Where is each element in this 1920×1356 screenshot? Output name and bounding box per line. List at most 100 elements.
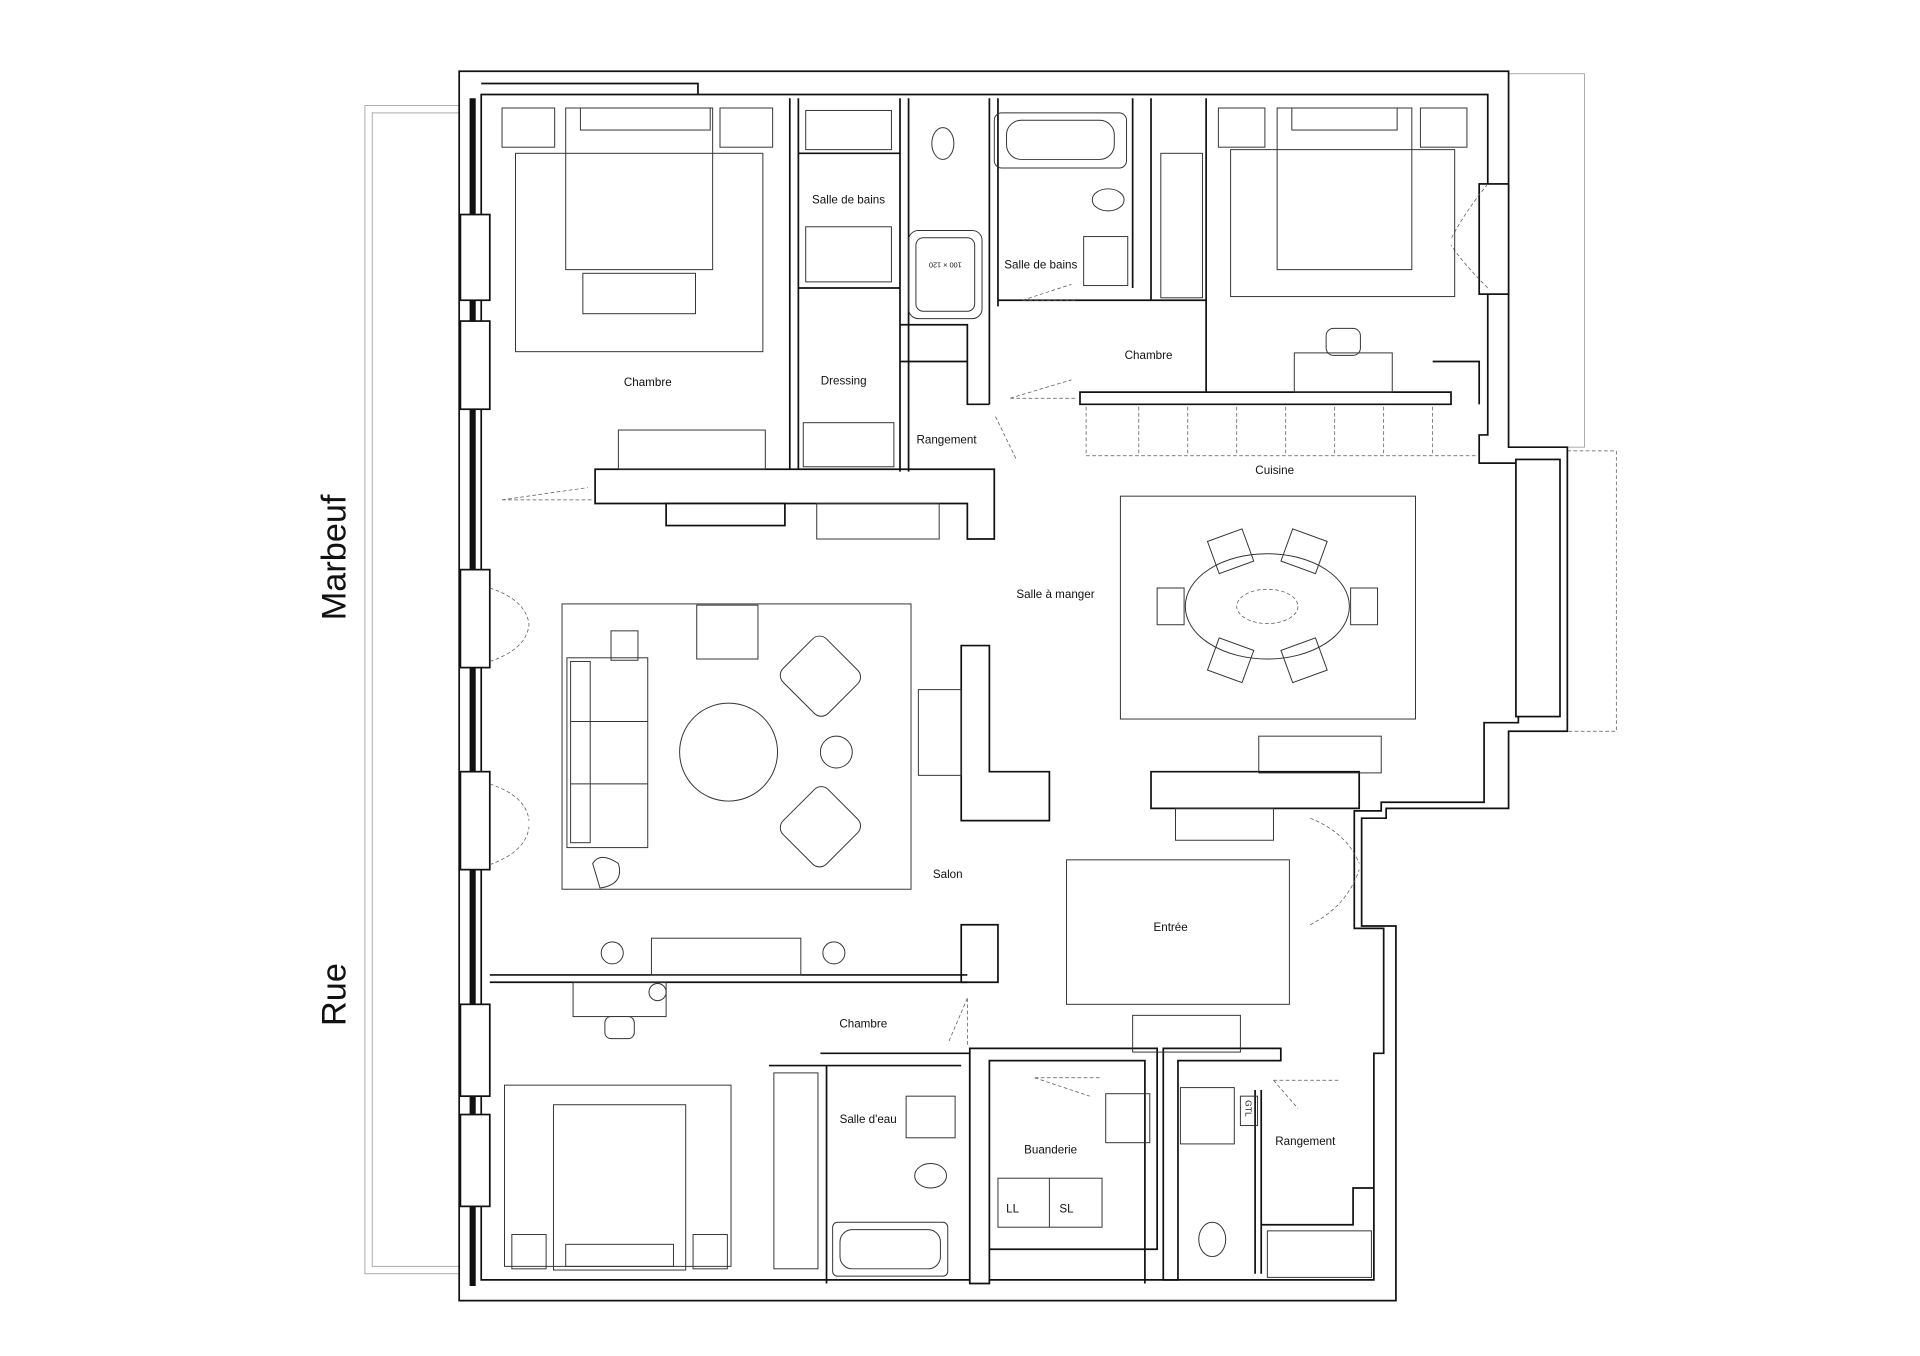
dining-furniture-shape bbox=[1156, 587, 1185, 626]
living-room-furniture bbox=[561, 502, 962, 976]
bathroom-fixtures-shape bbox=[805, 226, 892, 283]
exterior-walls-shape bbox=[481, 82, 699, 95]
living-room-furniture-shape bbox=[592, 856, 621, 889]
service-fixtures-shape bbox=[1105, 1093, 1151, 1144]
windows-shape bbox=[459, 568, 491, 669]
bedroom-3-furniture-shape bbox=[692, 1234, 728, 1270]
bedroom-1-furniture-shape bbox=[617, 429, 766, 470]
room-label-buanderie: Buanderie bbox=[1024, 1144, 1077, 1157]
bathroom-fixtures-shape bbox=[931, 127, 955, 160]
bathroom-fixtures-shape bbox=[993, 112, 1128, 169]
living-room-furniture-shape bbox=[665, 502, 786, 527]
windows-shape bbox=[459, 320, 491, 411]
interior-walls-shape bbox=[489, 974, 968, 984]
bedroom-3-furniture-shape bbox=[511, 1234, 547, 1270]
living-room-furniture-shape bbox=[696, 604, 759, 660]
interior-walls-shape bbox=[1150, 770, 1361, 810]
bathroom-fixtures-shape bbox=[1083, 236, 1129, 287]
doors-shape bbox=[1450, 183, 1489, 289]
living-room-furniture-shape bbox=[819, 735, 853, 769]
room-label-salon: Salon bbox=[933, 868, 963, 881]
exterior-walls-shape bbox=[480, 93, 1520, 1281]
bedroom-1-furniture-shape bbox=[719, 107, 774, 148]
entry-furniture-shape bbox=[1175, 807, 1274, 841]
interior-walls-shape bbox=[594, 468, 996, 540]
windows-shape bbox=[459, 1113, 491, 1208]
bathroom-fixtures-shape bbox=[802, 422, 895, 468]
terraces-shape bbox=[364, 105, 460, 1275]
room-label-chambre-1: Chambre bbox=[624, 376, 672, 389]
bedroom-3-furniture-shape bbox=[552, 1104, 687, 1271]
dining-furniture-shape bbox=[1280, 528, 1328, 575]
kitchen-cabinets-shape bbox=[1085, 406, 1480, 457]
doors-shape bbox=[489, 783, 530, 866]
terraces-shape bbox=[1566, 450, 1617, 732]
living-room-furniture-shape bbox=[816, 503, 940, 540]
exterior-walls-shape bbox=[458, 70, 1569, 1302]
dining-furniture-shape bbox=[1206, 637, 1255, 684]
interior-walls-shape bbox=[1079, 391, 1452, 406]
room-label-dressing: Dressing bbox=[821, 375, 867, 388]
living-room-furniture-shape bbox=[600, 941, 624, 965]
room-label-salle-de-bains-2: Salle de bains bbox=[1004, 258, 1077, 271]
interior-walls-shape bbox=[968, 1047, 1158, 1285]
service-fixtures-shape bbox=[1179, 1087, 1235, 1145]
living-room-furniture-shape bbox=[610, 630, 639, 661]
bedroom-3-furniture-shape bbox=[773, 1072, 819, 1270]
service-fixtures-shape bbox=[1239, 1095, 1259, 1127]
bedroom-2-furniture-shape bbox=[1419, 107, 1468, 148]
living-room-furniture-shape bbox=[570, 660, 591, 844]
dining-furniture-shape bbox=[1119, 495, 1416, 720]
room-label-cuisine: Cuisine bbox=[1255, 464, 1294, 477]
bathroom-fixtures-shape bbox=[805, 109, 892, 151]
bathroom-fixtures-shape bbox=[915, 237, 976, 312]
bedroom-3-furniture-shape bbox=[648, 983, 667, 1002]
bathroom-fixtures bbox=[802, 109, 1203, 468]
living-room-furniture-shape bbox=[779, 635, 861, 717]
bedroom-3-furniture-shape bbox=[572, 981, 667, 1018]
street-label-rue: Rue bbox=[315, 963, 353, 1026]
bedroom-1-furniture-shape bbox=[582, 272, 696, 315]
living-room-furniture-shape bbox=[566, 657, 649, 849]
interior-walls-shape bbox=[1432, 360, 1481, 405]
windows-shape bbox=[459, 1003, 491, 1098]
bedroom-2-furniture-shape bbox=[1230, 149, 1456, 298]
entry-furniture-shape bbox=[1132, 1014, 1241, 1053]
bedroom-1-furniture-shape bbox=[565, 107, 714, 271]
bedroom-1-furniture-shape bbox=[501, 107, 556, 148]
living-room-furniture-shape bbox=[650, 937, 802, 976]
entry-furniture-shape bbox=[1066, 859, 1290, 1005]
service-fixtures-shape bbox=[1266, 1230, 1372, 1278]
dining-furniture bbox=[1119, 495, 1416, 774]
service-fixtures bbox=[832, 1087, 1372, 1278]
doors-shape bbox=[489, 587, 530, 662]
bedroom-1-furniture-shape bbox=[579, 107, 711, 131]
bedroom-3-furniture bbox=[504, 981, 819, 1271]
room-label-rangement-2: Rangement bbox=[1275, 1135, 1336, 1148]
shower-size-label: 100 × 120 bbox=[929, 260, 962, 269]
doors-shape bbox=[501, 487, 594, 501]
dining-furniture-shape bbox=[1258, 735, 1382, 774]
kitchen-cabinets bbox=[1085, 406, 1480, 457]
room-label-chambre-2: Chambre bbox=[1125, 349, 1173, 362]
terraces bbox=[364, 73, 1617, 1275]
bathroom-fixtures-shape bbox=[1160, 152, 1203, 299]
windows-shape bbox=[1478, 183, 1510, 295]
interior-walls-shape bbox=[997, 98, 1207, 395]
bedroom-1-furniture-shape bbox=[515, 152, 764, 353]
doors bbox=[489, 183, 1489, 1109]
bedroom-3-furniture-shape bbox=[565, 1243, 674, 1267]
windows bbox=[459, 183, 1561, 1208]
dining-furniture-shape bbox=[1184, 553, 1350, 660]
interior-walls-shape bbox=[1162, 1047, 1282, 1281]
windows-shape bbox=[459, 770, 491, 871]
doors-shape bbox=[1310, 817, 1360, 926]
doors-shape bbox=[1022, 283, 1078, 301]
bedroom-1-furniture bbox=[501, 107, 774, 470]
living-room-furniture-shape bbox=[679, 702, 779, 802]
bedroom-2-furniture bbox=[1217, 107, 1468, 393]
doors-shape bbox=[995, 416, 1017, 460]
room-label-salle-a-manger: Salle à manger bbox=[1016, 588, 1094, 601]
interior-walls-shape bbox=[989, 1248, 1146, 1284]
